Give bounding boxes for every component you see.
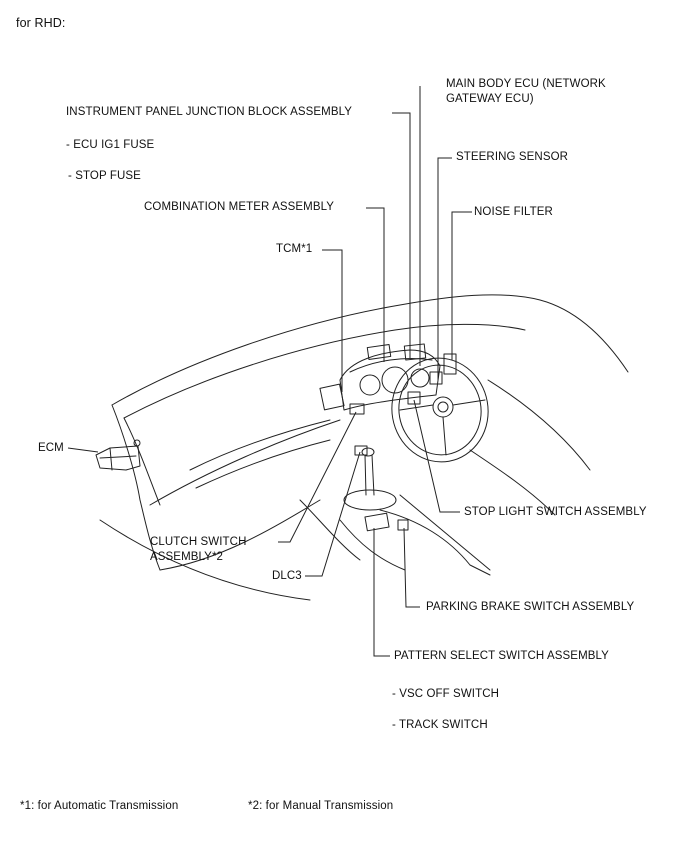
meter-hood bbox=[349, 358, 433, 373]
leader-noise-filter bbox=[451, 211, 472, 360]
floor-line bbox=[99, 519, 311, 601]
leader-clutch-switch bbox=[278, 411, 357, 543]
center-console-right bbox=[399, 494, 491, 571]
leader-combination-meter bbox=[366, 207, 385, 362]
label-stop-fuse: - STOP FUSE bbox=[68, 170, 141, 182]
leader-tcm bbox=[322, 249, 343, 392]
label-noise-filter: NOISE FILTER bbox=[474, 206, 553, 218]
dashboard-face bbox=[149, 419, 341, 506]
steering-spoke-right bbox=[452, 399, 486, 406]
shift-base bbox=[343, 489, 397, 511]
shift-lever bbox=[364, 454, 375, 496]
leader-ip-junction-block bbox=[392, 112, 411, 358]
label-ip-junction-block: INSTRUMENT PANEL JUNCTION BLOCK ASSEMBLY bbox=[66, 106, 353, 118]
main-body-ecu-component bbox=[403, 343, 427, 361]
pattern-select-component bbox=[364, 512, 390, 532]
clutch-switch-component bbox=[349, 403, 365, 415]
label-stop-light-switch: STOP LIGHT SWITCH ASSEMBLY bbox=[464, 506, 647, 518]
ecm-connector bbox=[133, 439, 141, 447]
label-parking-brake-switch: PARKING BRAKE SWITCH ASSEMBLY bbox=[426, 601, 635, 613]
leader-steering-sensor bbox=[437, 157, 452, 380]
glovebox-line bbox=[189, 419, 331, 471]
steering-spoke-bottom bbox=[442, 416, 447, 456]
tcm-component bbox=[319, 383, 345, 411]
leader-pattern-select bbox=[373, 528, 390, 657]
label-dlc3: DLC3 bbox=[272, 570, 302, 582]
leader-stop-light-switch bbox=[413, 399, 460, 513]
steering-hub-inner bbox=[437, 401, 449, 413]
label-main-body-ecu: MAIN BODY ECU (NETWORK GATEWAY ECU) bbox=[446, 78, 606, 105]
dashboard-upper-line bbox=[123, 323, 526, 419]
steering-spoke-left bbox=[399, 404, 434, 411]
dashboard-left-edge bbox=[111, 404, 161, 571]
stop-light-switch-component bbox=[407, 391, 421, 405]
leader-parking-brake bbox=[403, 527, 420, 608]
glovebox-lower bbox=[195, 439, 331, 489]
leader-dlc3 bbox=[305, 451, 361, 577]
steering-wheel-rim-inner bbox=[398, 364, 482, 456]
meter-dial-left bbox=[359, 374, 381, 396]
center-console-left bbox=[299, 499, 361, 561]
footnote-1: *1: for Automatic Transmission bbox=[20, 800, 179, 812]
console-tunnel-2 bbox=[339, 519, 406, 571]
steering-wheel-rim bbox=[391, 357, 489, 463]
label-track-switch: - TRACK SWITCH bbox=[392, 719, 488, 731]
leader-ecm bbox=[67, 447, 99, 453]
shift-knob bbox=[361, 447, 375, 457]
steering-hub bbox=[432, 396, 454, 418]
dashboard-left-inner bbox=[123, 417, 161, 506]
label-combination-meter: COMBINATION METER ASSEMBLY bbox=[144, 201, 335, 213]
label-ecm: ECM bbox=[38, 442, 64, 454]
junction-block-component bbox=[366, 344, 392, 360]
label-pattern-select-switch: PATTERN SELECT SWITCH ASSEMBLY bbox=[394, 650, 609, 662]
dashboard-right-side bbox=[487, 379, 591, 471]
dashboard-right-lower bbox=[469, 449, 556, 516]
console-tunnel bbox=[379, 509, 491, 576]
noise-filter-component bbox=[443, 353, 457, 375]
dlc3-component bbox=[354, 445, 368, 456]
footnote-2: *2: for Manual Transmission bbox=[248, 800, 394, 812]
meter-dial-right bbox=[410, 368, 430, 388]
steering-sensor-component bbox=[429, 371, 443, 385]
label-steering-sensor: STEERING SENSOR bbox=[456, 151, 569, 163]
meter-cluster-outline bbox=[339, 349, 441, 411]
label-tcm: TCM*1 bbox=[276, 243, 313, 255]
dashboard-top-outline bbox=[111, 294, 629, 406]
ecm-box-face bbox=[99, 447, 137, 471]
parking-brake-component bbox=[397, 519, 409, 531]
label-vsc-off-switch: - VSC OFF SWITCH bbox=[392, 688, 500, 700]
label-clutch-switch: CLUTCH SWITCH ASSEMBLY*2 bbox=[150, 536, 247, 563]
lower-panel bbox=[159, 499, 321, 571]
label-ecu-ig1-fuse: - ECU IG1 FUSE bbox=[66, 139, 155, 151]
page-title: for RHD: bbox=[16, 16, 66, 30]
